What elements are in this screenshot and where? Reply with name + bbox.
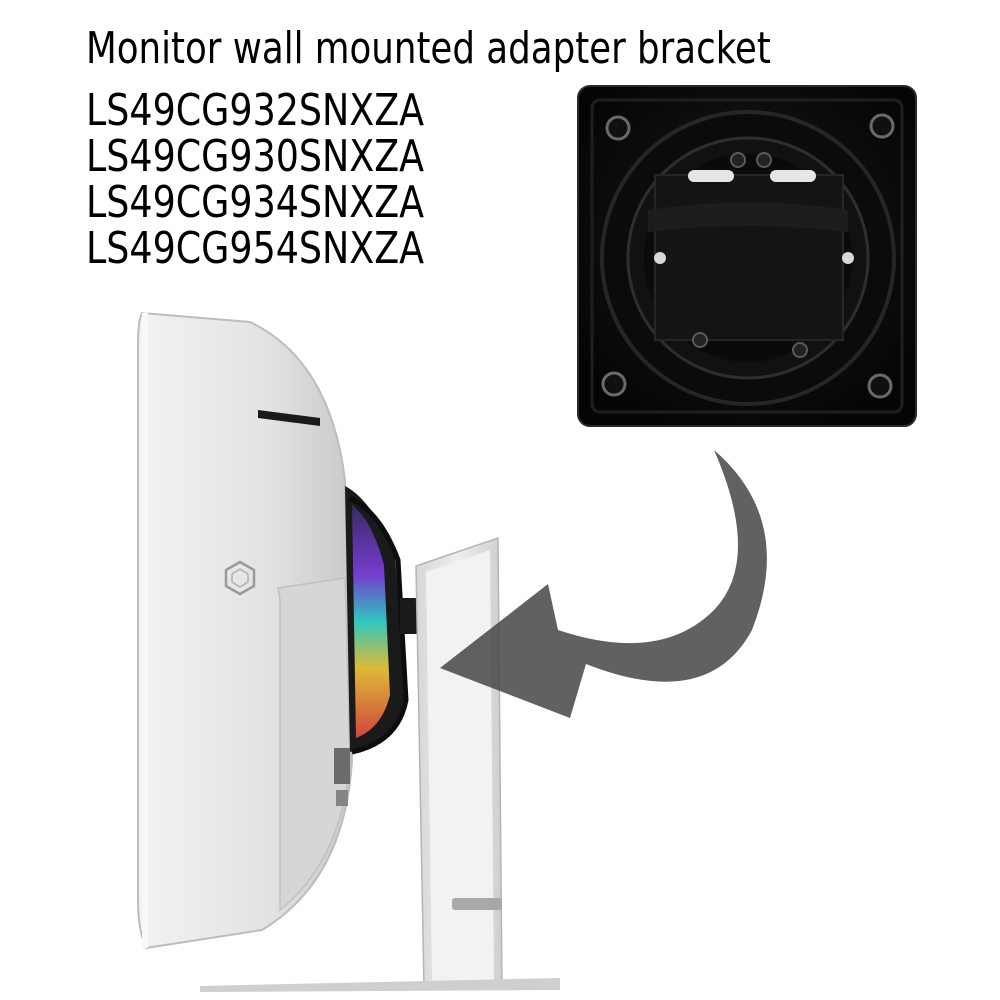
model-number: LS49CG930SNXZA: [86, 131, 425, 182]
monitor-illustration: [137, 311, 440, 950]
curved-arrow-icon: [440, 450, 767, 718]
page-title: Monitor wall mounted adapter bracket: [86, 23, 771, 74]
model-list: LS49CG932SNXZA LS49CG930SNXZA LS49CG934S…: [86, 88, 424, 272]
model-number: LS49CG932SNXZA: [86, 85, 425, 136]
hexagon-logo-icon: [224, 560, 256, 596]
corner-screw-icon: [601, 113, 895, 399]
model-number: LS49CG934SNXZA: [86, 177, 425, 228]
bracket-photo: [577, 85, 917, 427]
model-number: LS49CG954SNXZA: [86, 223, 425, 274]
